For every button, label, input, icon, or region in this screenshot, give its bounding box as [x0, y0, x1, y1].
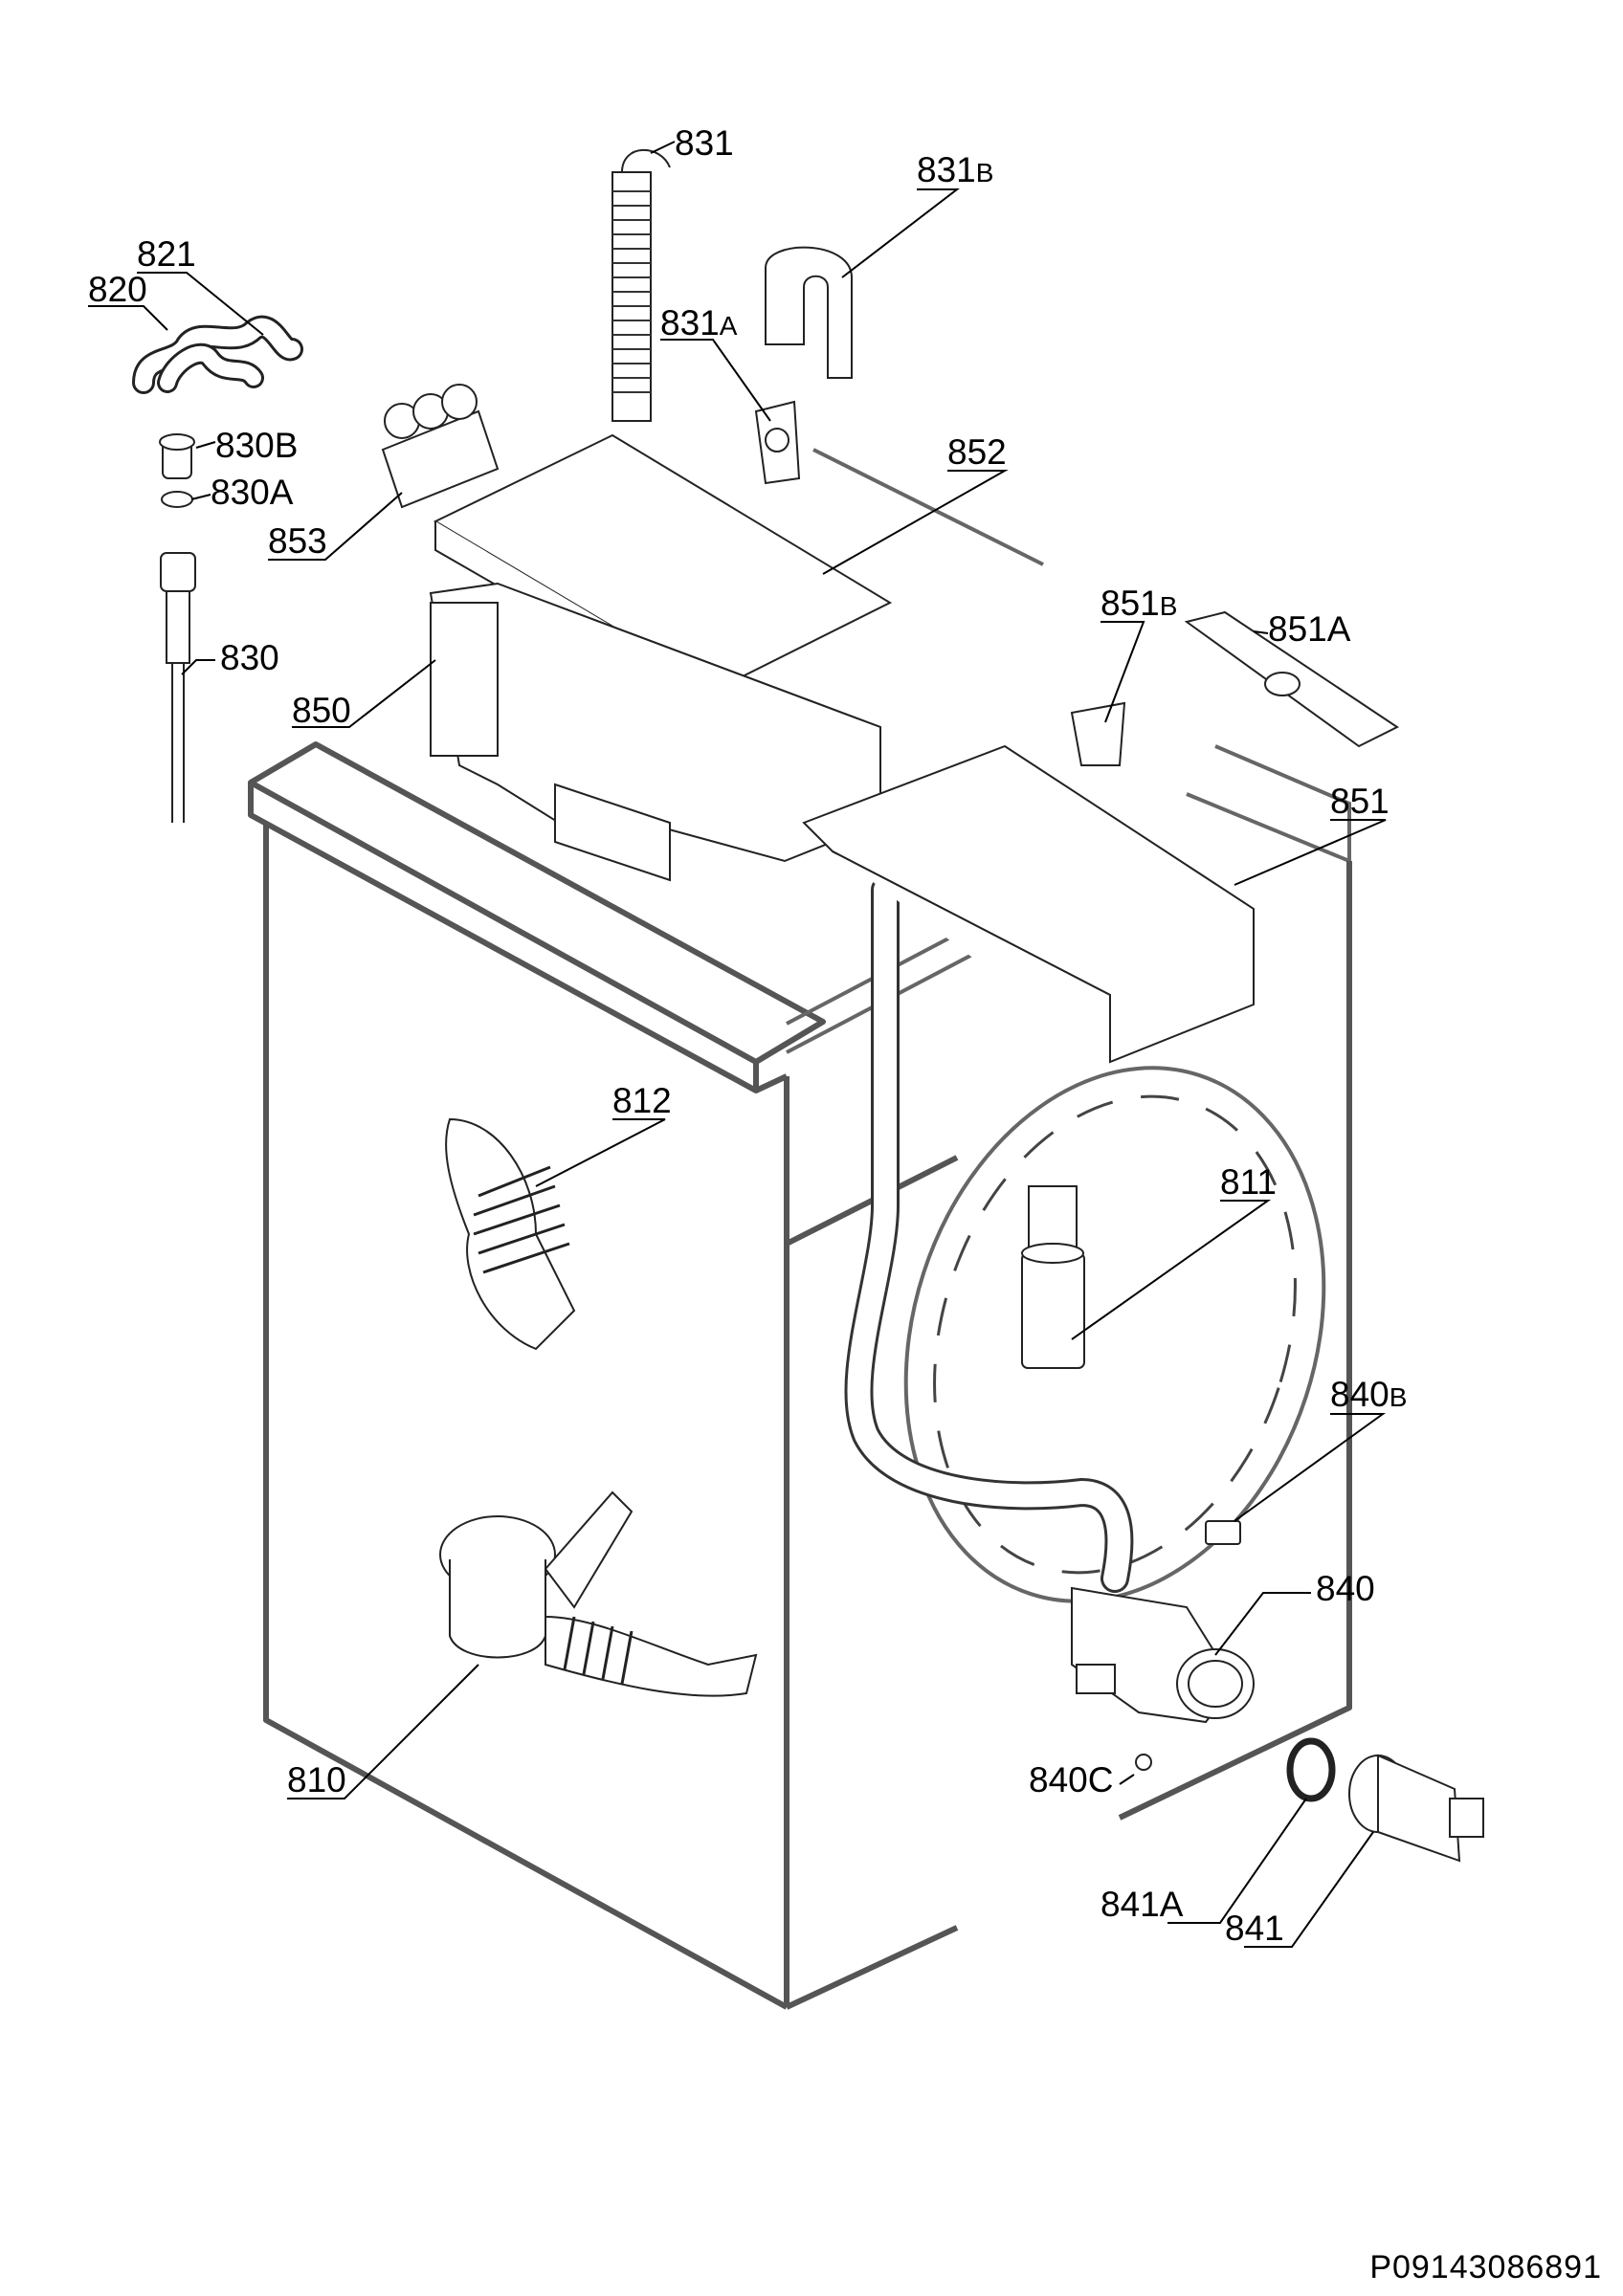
part-840C-nut — [1135, 1754, 1152, 1771]
label-851B: 851B — [1101, 584, 1177, 623]
part-830-inlet-hose — [160, 552, 196, 823]
part-840-pump — [1071, 1586, 1255, 1724]
part-850-dispenser-housing — [429, 582, 881, 882]
label-851: 851 — [1330, 782, 1390, 821]
label-840: 840 — [1316, 1569, 1375, 1608]
label-840B: 840B — [1330, 1375, 1407, 1414]
label-830A: 830A — [211, 473, 294, 512]
label-830: 830 — [220, 638, 279, 677]
part-851-drawer — [802, 744, 1255, 1064]
label-840C: 840C — [1029, 1760, 1113, 1799]
part-812-bellows-hose — [445, 1117, 576, 1351]
label-821: 821 — [137, 234, 196, 274]
label-851A: 851A — [1268, 609, 1351, 649]
part-831B-hook — [765, 246, 853, 379]
part-820-821-hoses — [132, 315, 303, 394]
part-810-sump-hose — [439, 1490, 758, 1697]
label-831B: 831B — [917, 150, 993, 189]
label-810: 810 — [287, 1760, 346, 1799]
part-841-filter — [1348, 1754, 1484, 1863]
label-841A: 841A — [1101, 1885, 1184, 1924]
part-830A-washer — [161, 491, 193, 508]
label-820: 820 — [88, 270, 147, 309]
label-830B: 830B — [215, 426, 298, 465]
label-841: 841 — [1225, 1909, 1284, 1948]
drawing-id: P09143086891 — [1369, 2249, 1602, 2285]
label-831: 831 — [675, 123, 734, 163]
part-831A-clip — [754, 400, 801, 485]
part-853-valve — [381, 384, 500, 509]
cabinet-outline — [248, 448, 1352, 2010]
label-852: 852 — [947, 432, 1007, 472]
label-850: 850 — [292, 691, 351, 730]
part-811-chamber — [1021, 1185, 1085, 1369]
part-840B-cap — [1205, 1520, 1241, 1545]
part-841A-gasket — [1286, 1737, 1336, 1802]
label-831A: 831A — [660, 303, 738, 342]
part-831-corrugated-hose — [611, 148, 671, 422]
part-851A-handle — [1184, 610, 1399, 748]
label-811: 811 — [1220, 1162, 1277, 1202]
part-labels: 831 831B 821 820 830B 830A 853 830 831A … — [88, 123, 1407, 1948]
leader-lines — [88, 141, 1387, 1948]
label-853: 853 — [268, 521, 327, 561]
part-830B-fitting — [159, 433, 195, 479]
part-851B-clip — [1070, 701, 1126, 766]
label-812: 812 — [612, 1081, 672, 1120]
drain-hose — [844, 875, 1134, 1593]
